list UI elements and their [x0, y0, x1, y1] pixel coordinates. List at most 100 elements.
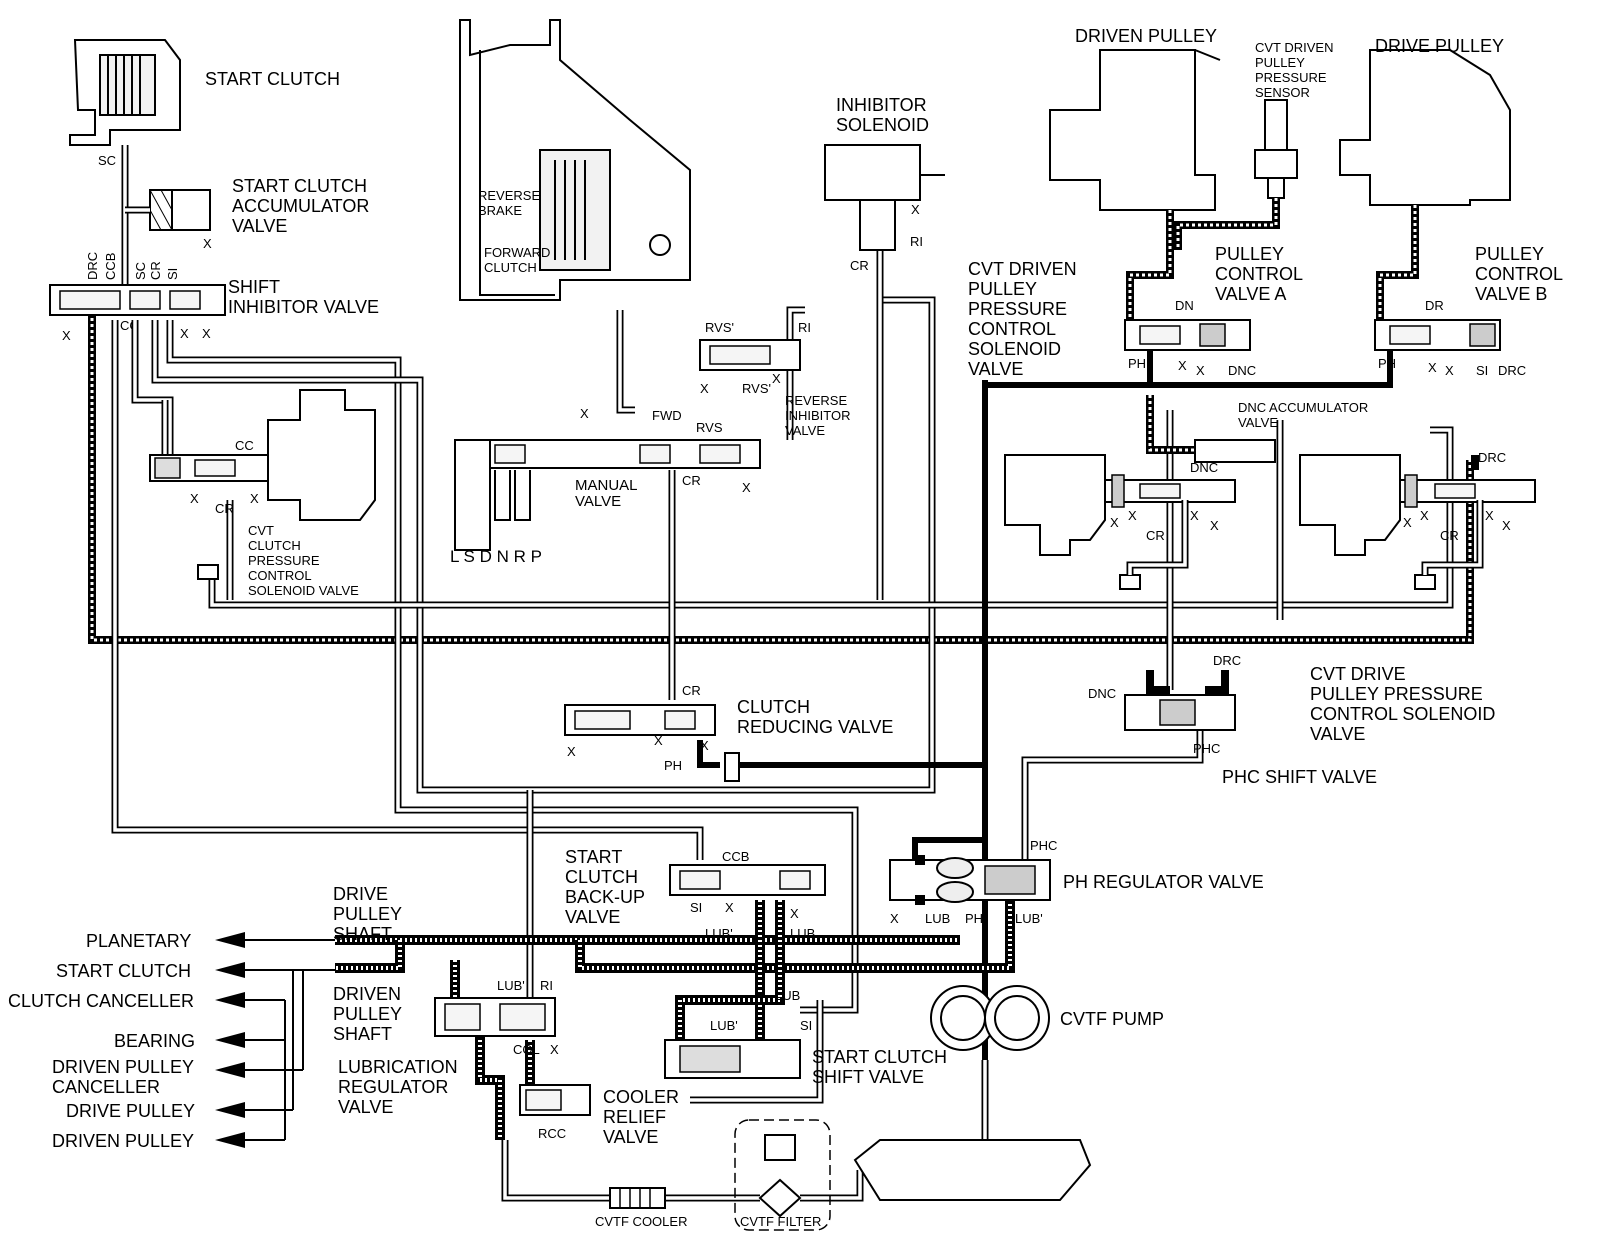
- cvt-clutch-label-4: CONTROL: [248, 568, 312, 583]
- x-rivalve-1: X: [700, 381, 709, 396]
- rvs-prime-label-2: RVS': [742, 381, 771, 396]
- dnc-phc: DNC: [1088, 686, 1116, 701]
- crv-2: RELIEF: [603, 1107, 666, 1127]
- forward-reverse-housing: [459, 19, 691, 301]
- reverse-inhibitor-2: INHIBITOR: [785, 408, 851, 423]
- drive-pulley-label: DRIVE PULLEY: [1375, 36, 1504, 56]
- oil-pan: [853, 1139, 1092, 1201]
- output-driven-pulley-canceller-2: CANCELLER: [52, 1077, 160, 1097]
- drive-shaft-3: SHAFT: [333, 924, 392, 944]
- return-lines: [501, 1140, 864, 1202]
- cr-manual: CR: [682, 473, 701, 488]
- drive-pulley: [1339, 49, 1511, 206]
- arrow-clutch-canceller: [215, 992, 245, 1008]
- dn-label: DN: [1175, 298, 1194, 313]
- x-si-1: X: [62, 328, 71, 343]
- driven-shaft-3: SHAFT: [333, 1024, 392, 1044]
- dnc-acc-2: VALVE: [1238, 415, 1278, 430]
- rvs-label: RVS: [696, 420, 723, 435]
- reverse-brake-1: REVERSE: [478, 188, 540, 203]
- ri-lrv: RI: [540, 978, 553, 993]
- rcc-label: RCC: [538, 1126, 566, 1141]
- cvt-clutch-label-1: CVT: [248, 523, 274, 538]
- drive-solenoid-1: CVT DRIVE: [1310, 664, 1406, 684]
- ph-pcb: PH: [1378, 356, 1396, 371]
- drive-solenoid-2: PULLEY PRESSURE: [1310, 684, 1483, 704]
- phc-ph: PHC: [1030, 838, 1057, 853]
- phc-shift-valve: [1124, 670, 1236, 731]
- phc-shift-label: PHC SHIFT VALVE: [1222, 767, 1377, 787]
- start-clutch-shift-valve: [664, 1039, 801, 1079]
- ph-regulator-label: PH REGULATOR VALVE: [1063, 872, 1264, 892]
- ph-pca: PH: [1128, 356, 1146, 371]
- cvt-driven-pulley-pressure-sensor: [1174, 99, 1298, 250]
- start-clutch-backup-valve: [669, 864, 826, 896]
- shift-inhibitor-top-ports: DRC CCB SC CR SI: [85, 252, 180, 280]
- x-accumulator: X: [203, 236, 212, 251]
- fwd-label: FWD: [652, 408, 682, 423]
- shift-inhibitor-label-2: INHIBITOR VALVE: [228, 297, 379, 317]
- inhibitor-solenoid-1: INHIBITOR: [836, 95, 927, 115]
- lub-scsv: LUB: [775, 988, 800, 1003]
- inhibitor-solenoid-2: SOLENOID: [836, 115, 929, 135]
- output-driven-pulley-canceller-1: DRIVEN PULLEY: [52, 1057, 194, 1077]
- shift-inhibitor-label-1: SHIFT: [228, 277, 280, 297]
- x-rivalve-2: X: [772, 371, 781, 386]
- manual-valve-1: MANUAL: [575, 477, 638, 494]
- x-drsb-1: X: [1403, 515, 1412, 530]
- driven-solenoid-5: SOLENOID: [968, 339, 1061, 359]
- dnc-pca: DNC: [1228, 363, 1256, 378]
- lub-ph: LUB: [925, 911, 950, 926]
- start-clutch-assembly: [69, 39, 181, 285]
- driven-solenoid-6: VALVE: [968, 359, 1023, 379]
- drive-solenoid-4: VALVE: [1310, 724, 1365, 744]
- x-si-2: X: [180, 326, 189, 341]
- output-start-clutch: START CLUTCH: [56, 961, 191, 981]
- arrow-bearing: [215, 1032, 245, 1048]
- cvtf-cooler-label: CVTF COOLER: [595, 1214, 687, 1229]
- pressure-sensor-4: SENSOR: [1255, 85, 1310, 100]
- lrv-label-2: REGULATOR: [338, 1077, 448, 1097]
- drive-solenoid-3: CONTROL SOLENOID: [1310, 704, 1495, 724]
- ri-inhibitor: RI: [910, 234, 923, 249]
- accumulator-label-3: VALVE: [232, 216, 287, 236]
- cvtf-cooler: [609, 1187, 666, 1209]
- scsv-2: SHIFT VALVE: [812, 1067, 924, 1087]
- driven-solenoid-4: CONTROL: [968, 319, 1056, 339]
- driven-solenoid-1: CVT DRIVEN: [968, 259, 1077, 279]
- x-lrv: X: [550, 1042, 559, 1057]
- x-dpsb-2: X: [1128, 508, 1137, 523]
- drc-phc: DRC: [1213, 653, 1241, 668]
- x-pcb-2: X: [1445, 363, 1454, 378]
- pcb-1: PULLEY: [1475, 244, 1544, 264]
- x-csv-2: X: [250, 491, 259, 506]
- driven-shaft-1: DRIVEN: [333, 984, 401, 1004]
- reverse-inhibitor-1: REVERSE: [785, 393, 847, 408]
- si-pcb: SI: [1476, 363, 1488, 378]
- port-drc-si: DRC: [85, 252, 100, 280]
- cvt-clutch-pressure-control-solenoid-valve: [131, 320, 376, 580]
- manual-valve-2: VALVE: [575, 493, 621, 510]
- drive-shaft-2: PULLEY: [333, 904, 402, 924]
- main-hatched-circuit: [88, 300, 1474, 644]
- dr-label: DR: [1425, 298, 1444, 313]
- x-si-3: X: [202, 326, 211, 341]
- driven-solenoid-2: PULLEY: [968, 279, 1037, 299]
- pcb-3: VALVE B: [1475, 284, 1547, 304]
- drive-pulley-solenoid-block: [1299, 454, 1536, 590]
- cc-solenoid: CC: [235, 438, 254, 453]
- phc-phc: PHC: [1193, 741, 1220, 756]
- clutch-reducing-1: CLUTCH: [737, 697, 810, 717]
- drive-shaft-1: DRIVE: [333, 884, 388, 904]
- lub-prime-lrv: LUB': [497, 978, 525, 993]
- x-drsb-2: X: [1420, 508, 1429, 523]
- x-manual-2: X: [742, 480, 751, 495]
- x-inhibitor: X: [911, 202, 920, 217]
- pressure-sensor-1: CVT DRIVEN: [1255, 40, 1334, 55]
- lrv-label-3: VALVE: [338, 1097, 393, 1117]
- x-dpsb-3: X: [1190, 508, 1199, 523]
- lrv-label-1: LUBRICATION: [338, 1057, 458, 1077]
- x-reducing-1: X: [567, 744, 576, 759]
- x-drsb-4: X: [1502, 518, 1511, 533]
